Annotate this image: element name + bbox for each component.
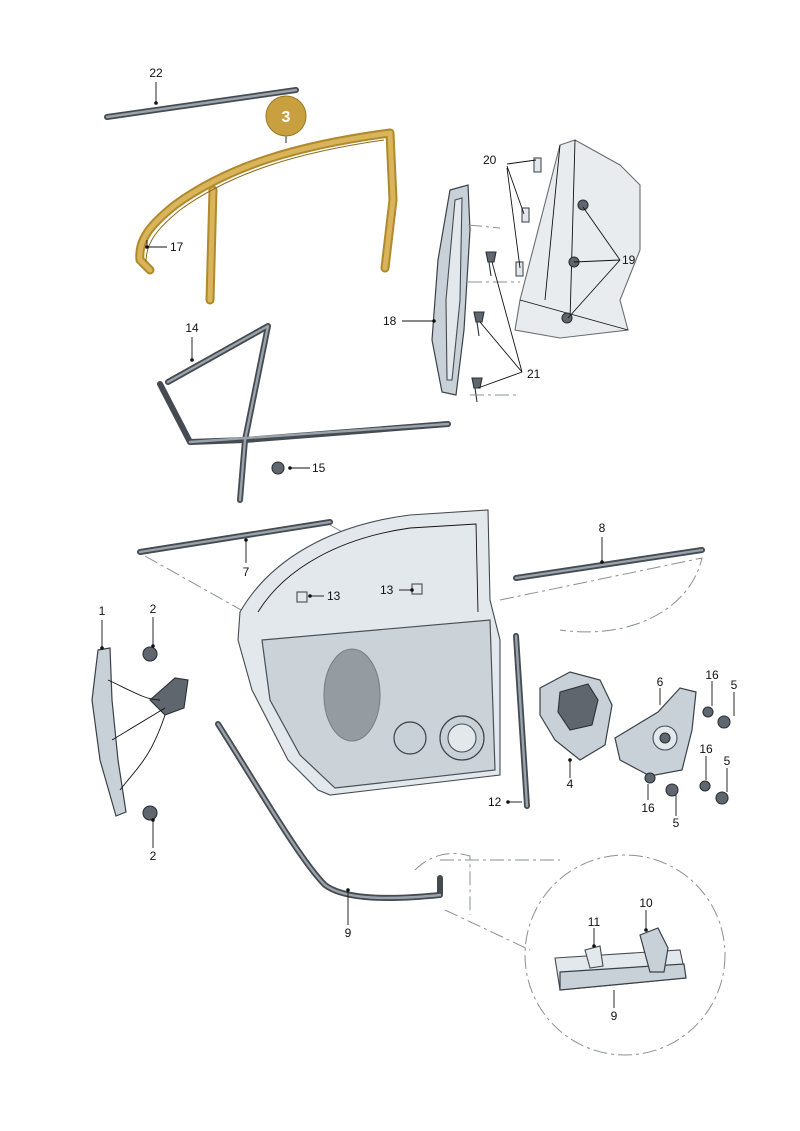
callout-5-mid[interactable]: 5 [724,754,731,768]
car-body-pillar-section [514,139,641,339]
callout-labels: 22 17 20 19 18 21 14 15 8 7 13 13 1 2 2 … [99,66,738,1023]
leader-lines [101,82,735,1008]
part-8-outer-belt-moulding [513,547,705,581]
callout-17[interactable]: 17 [170,240,184,254]
callout-5-bottom[interactable]: 5 [673,816,680,830]
part-3-badge-number: 3 [282,109,291,126]
callout-2-bottom[interactable]: 2 [150,849,157,863]
part-3-badge[interactable]: 3 [265,95,307,137]
callout-20[interactable]: 20 [483,153,497,167]
detail-inset [414,853,726,1056]
callout-6[interactable]: 6 [657,675,664,689]
callout-11[interactable]: 11 [588,915,601,929]
part-9-guide-rail [215,721,443,901]
callout-14[interactable]: 14 [185,321,199,335]
part-22-trim-strip [104,87,299,120]
callout-4[interactable]: 4 [567,777,574,791]
callout-12[interactable]: 12 [488,795,502,809]
part-3-window-seal-highlighted [135,128,398,305]
callout-16-bottom[interactable]: 16 [641,801,655,815]
part-4-window-motor [539,671,613,761]
callout-21[interactable]: 21 [527,367,541,381]
callout-5-top[interactable]: 5 [731,678,738,692]
callout-19[interactable]: 19 [622,253,636,267]
part-18-pillar-trim [431,184,471,396]
callout-10[interactable]: 10 [639,896,653,910]
callout-16-mid[interactable]: 16 [699,742,713,756]
callout-9-main[interactable]: 9 [345,926,352,940]
callout-15[interactable]: 15 [312,461,326,475]
part-15-screw [271,461,285,475]
part-7-inner-belt-moulding [137,519,333,555]
assembly-line-pillar [467,224,520,396]
part-12-rear-guide [513,633,530,809]
callout-1[interactable]: 1 [99,604,106,618]
part-14-window-channel [157,323,451,503]
callout-22[interactable]: 22 [149,66,163,80]
callout-18[interactable]: 18 [383,314,397,328]
callout-16-top[interactable]: 16 [705,668,719,682]
door-shell [144,509,703,796]
leader-dots [100,101,648,948]
callout-7[interactable]: 7 [243,565,250,579]
callout-9-detail[interactable]: 9 [611,1009,618,1023]
callout-13-right[interactable]: 13 [380,583,394,597]
callout-13-left[interactable]: 13 [327,589,341,603]
part-6-motor-bracket [614,687,697,777]
part-1-window-regulator [91,646,189,821]
callout-2-top[interactable]: 2 [150,602,157,616]
callout-8[interactable]: 8 [599,521,606,535]
parts-16-washers-5-bolts [644,706,731,805]
